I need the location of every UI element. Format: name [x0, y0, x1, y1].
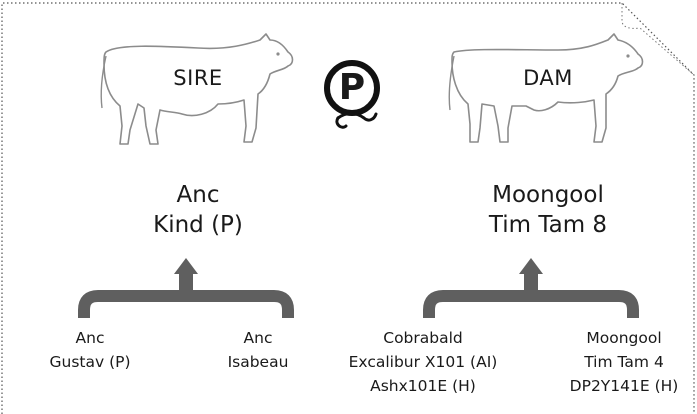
sire-dam-name: Anc Isabeau [208, 326, 308, 374]
polled-icon [324, 60, 380, 129]
dam-dam-name: Moongool Tim Tam 4 DP2Y141E (H) [556, 326, 692, 398]
sire-cow-icon [100, 33, 294, 145]
polled-letter: P [338, 67, 366, 108]
sire-name: Anc Kind (P) [98, 180, 298, 240]
gp-line: Excalibur X101 (AI) [348, 353, 498, 371]
dam-name-line-1: Moongool [492, 182, 604, 208]
dam-cow-icon [448, 33, 644, 143]
gp-line: Cobrabald [383, 329, 463, 347]
dam-sire-name: Cobrabald Excalibur X101 (AI) Ashx101E (… [328, 326, 518, 398]
dam-name: Moongool Tim Tam 8 [438, 180, 658, 240]
gp-line: Gustav (P) [49, 353, 131, 371]
sire-sire-name: Anc Gustav (P) [30, 326, 150, 374]
sire-name-line-1: Anc [176, 182, 220, 208]
gp-line: Tim Tam 4 [584, 353, 664, 371]
gp-line: Ashx101E (H) [370, 377, 476, 395]
sire-bracket-arrow [78, 258, 294, 318]
gp-line: Isabeau [227, 353, 289, 371]
sire-name-line-2: Kind (P) [153, 212, 243, 238]
sire-label: SIRE [173, 66, 223, 90]
gp-line: Anc [75, 329, 105, 347]
dam-label: DAM [523, 66, 573, 90]
dam-bracket-arrow [423, 258, 639, 318]
dam-name-line-2: Tim Tam 8 [488, 212, 608, 238]
gp-line: Moongool [586, 329, 662, 347]
gp-line: Anc [243, 329, 273, 347]
gp-line: DP2Y141E (H) [569, 377, 679, 395]
